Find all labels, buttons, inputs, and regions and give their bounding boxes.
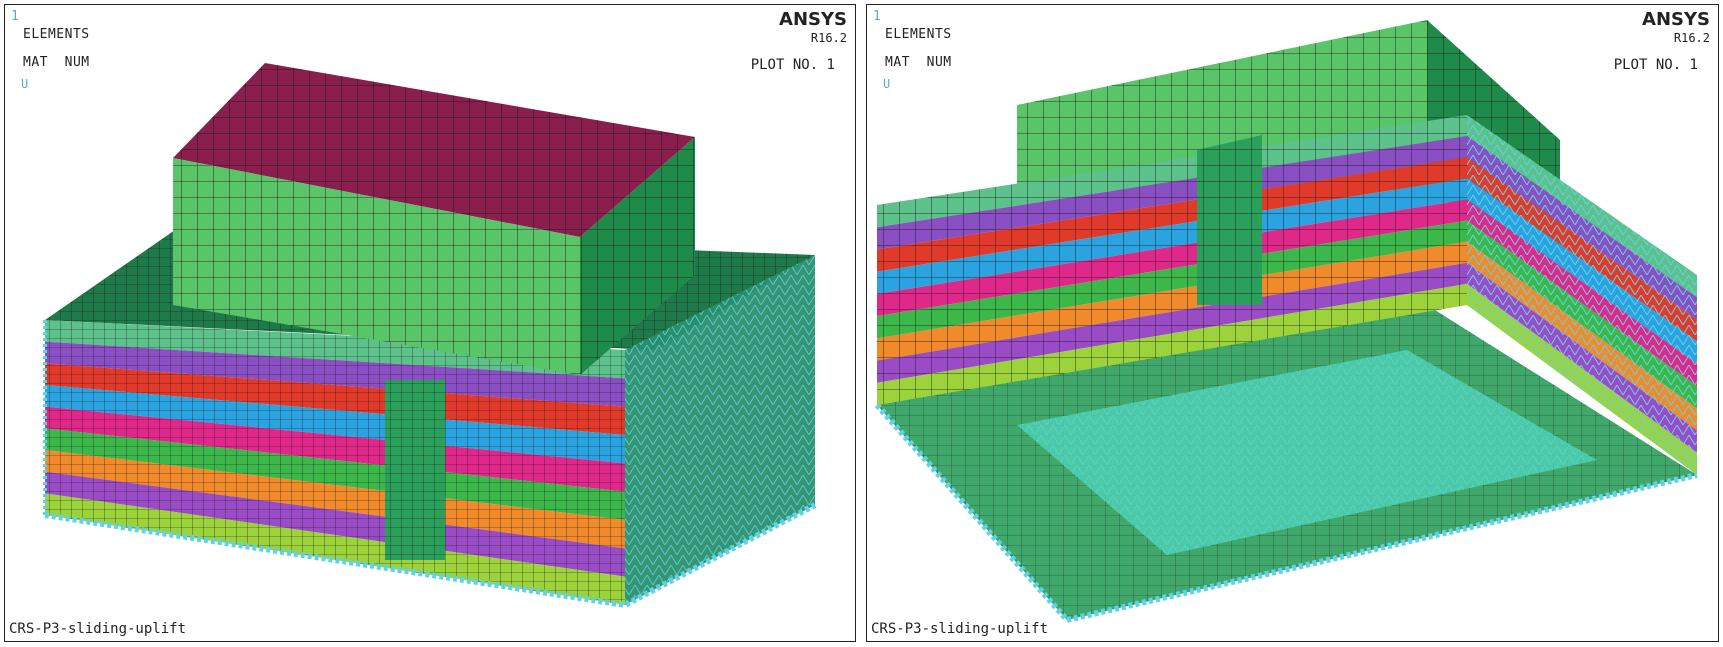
version-label: R16.2 <box>1673 31 1710 45</box>
material-layer-mesh <box>1467 178 1697 364</box>
ansys-logo: ANSYS <box>1642 9 1710 30</box>
material-layer-mesh <box>1467 241 1697 431</box>
material-layer-mesh <box>45 428 625 520</box>
material-layer-mesh <box>877 157 1467 272</box>
fe-model-view-left <box>43 63 817 609</box>
material-layer-mesh <box>877 136 1467 250</box>
material-layer-mesh <box>45 320 625 379</box>
material-layer-mesh <box>45 406 625 492</box>
material-layer-mesh <box>1467 262 1697 453</box>
material-layer-mesh <box>877 115 1467 228</box>
window-number: 1 <box>873 9 881 24</box>
material-layer-mesh <box>877 220 1467 339</box>
material-layer-mesh <box>1467 115 1697 298</box>
material-layer-mesh <box>877 262 1467 383</box>
material-layer-mesh <box>1467 220 1697 409</box>
plot-number: PLOT NO. 1 <box>750 57 835 73</box>
dof-symbol: U <box>883 77 891 91</box>
window-number: 1 <box>11 9 19 24</box>
graphics-window-right: 1 ELEMENTS MAT NUM U ANSYS R16.2 PLOT NO… <box>866 4 1719 642</box>
model-title: CRS-P3-sliding-uplift <box>9 621 187 637</box>
graphics-window-left: 1 ELEMENTS MAT NUM U ANSYS R16.2 PLOT NO… <box>4 4 856 642</box>
material-layer-mesh <box>1467 136 1697 320</box>
dof-symbol: U <box>21 77 29 91</box>
material-layer-mesh <box>45 341 625 407</box>
right-wall-layers <box>1467 115 1697 475</box>
fe-model-view-right <box>874 20 1698 624</box>
mat-num-label: MAT NUM <box>885 55 952 70</box>
plot-type-label: ELEMENTS <box>885 27 952 42</box>
support-constraints <box>44 502 817 609</box>
support-constraints <box>874 403 1698 624</box>
material-layer-mesh <box>1467 283 1697 475</box>
material-layer-mesh <box>877 241 1467 361</box>
ansys-logo: ANSYS <box>779 9 847 30</box>
material-layer-mesh <box>1467 199 1697 387</box>
front-wall-layers <box>45 320 625 605</box>
material-layer-mesh <box>45 385 625 464</box>
material-layer-mesh <box>1467 157 1697 342</box>
material-layer-mesh <box>45 493 625 605</box>
mat-num-label: MAT NUM <box>23 55 90 70</box>
material-layer-mesh <box>877 178 1467 294</box>
material-layer-mesh <box>45 471 625 577</box>
material-layer-mesh <box>45 363 625 435</box>
plot-type-label: ELEMENTS <box>23 27 90 42</box>
back-wall-layers <box>877 115 1467 405</box>
model-title: CRS-P3-sliding-uplift <box>871 621 1049 637</box>
version-label: R16.2 <box>810 31 847 45</box>
material-layer-mesh <box>877 283 1467 405</box>
material-layer-mesh <box>877 199 1467 317</box>
plot-number: PLOT NO. 1 <box>1613 57 1698 73</box>
material-layer-mesh <box>45 450 625 549</box>
